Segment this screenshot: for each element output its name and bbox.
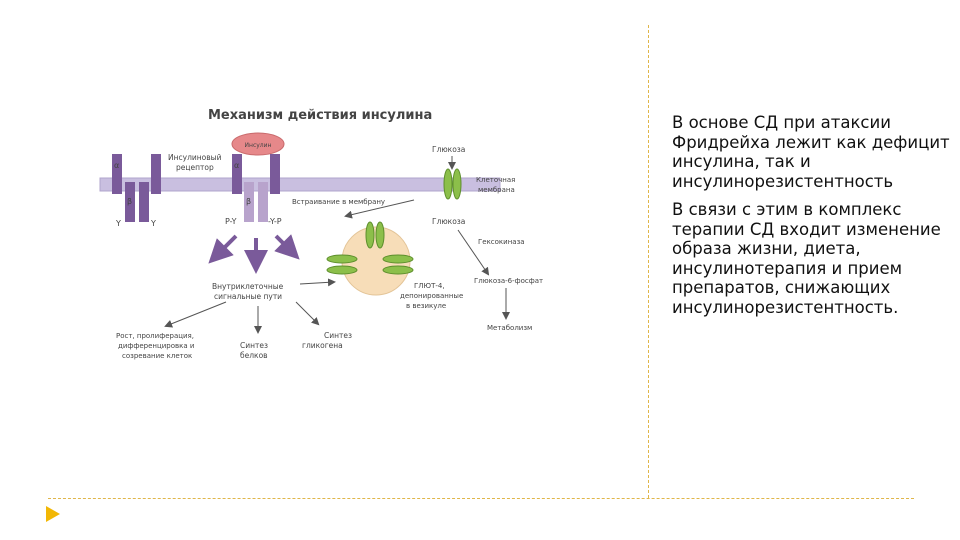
embedding-arrow [344,199,415,219]
membrane-label-2: мембрана [478,186,515,194]
y-label-left-a: Y [115,219,121,228]
glucose-inside-label: Глюкоза [432,217,465,226]
hexokinase-label: Гексокиназа [478,238,525,246]
insulin-label: Инсулин [245,142,272,149]
phospho-label-right: -Y-P [268,217,282,226]
outcome-arrow-glycogen [295,301,320,326]
paragraph-1: В основе СД при атаксии Фридрейха лежит … [672,113,950,191]
growth-label-1: Рост, пролиферация, [116,332,194,340]
glut4-label-2: депонированные [400,292,463,300]
receptor-label-2: рецептор [176,163,214,172]
membrane-glut-transporter [452,168,462,200]
glut4-transporter [326,254,358,264]
beta-label-left: β [127,197,132,206]
cell-membrane [99,177,501,192]
alpha-label-left: α [114,161,119,170]
y-label-left-b: Y [150,219,156,228]
glucose-outside-label: Глюкоза [432,145,465,154]
embedding-label: Встраивание в мембрану [292,198,385,206]
glycogen-label-2: гликогена [302,341,343,350]
hexokinase-arrow [457,229,490,276]
glycogen-label-1: Синтез [324,331,352,340]
alpha-label-right: α [234,161,239,170]
glut4-transporter [365,221,375,249]
protein-label-2: белков [240,351,268,360]
glut4-transporter [382,265,414,275]
intracellular-label-1: Внутриклеточные [212,282,284,291]
paragraph-2: В связи с этим в комплекс терапии СД вхо… [672,200,941,317]
membrane-label-1: Клеточная [476,176,515,184]
text-column: В основе СД при атаксии Фридрейха лежит … [672,113,950,326]
signal-arrow-left [208,234,238,264]
horizontal-divider [48,498,914,499]
insulin-receptor-right: α β P-Y -Y-P [225,154,282,226]
insulin-receptor-left: α β Y Y [112,154,161,228]
outcome-arrow-growth [164,301,227,328]
g6p-label: Глюкоза-6-фосфат [474,277,543,285]
protein-label-1: Синтез [240,341,268,350]
diagram-title: Механизм действия инсулина [208,108,432,123]
receptor-label-1: Инсулиновый [168,153,222,162]
glut4-transporter [382,254,414,264]
beta-label-right: β [246,197,251,206]
insulin-mechanism-diagram: Механизм действия инсулина Клеточная мем… [99,108,543,360]
signal-to-vesicle-arrow [299,278,336,287]
glut4-label-1: ГЛЮТ-4, [414,282,445,290]
glut4-label-3: в везикуле [406,302,446,310]
triangle-bullet-icon [46,506,60,522]
vertical-divider [648,25,649,498]
membrane-glut-transporter [443,168,453,200]
glut4-transporter [326,265,358,275]
metabolism-label: Метаболизм [487,324,532,332]
phospho-label-left: P-Y [225,217,237,226]
insulin-molecule [231,132,285,156]
growth-label-2: дифференцировка и [118,342,194,350]
intracellular-label-2: сигнальные пути [214,292,282,301]
glut4-transporter [375,221,385,249]
growth-label-3: созревание клеток [122,352,192,360]
signal-arrow-right [274,234,300,260]
